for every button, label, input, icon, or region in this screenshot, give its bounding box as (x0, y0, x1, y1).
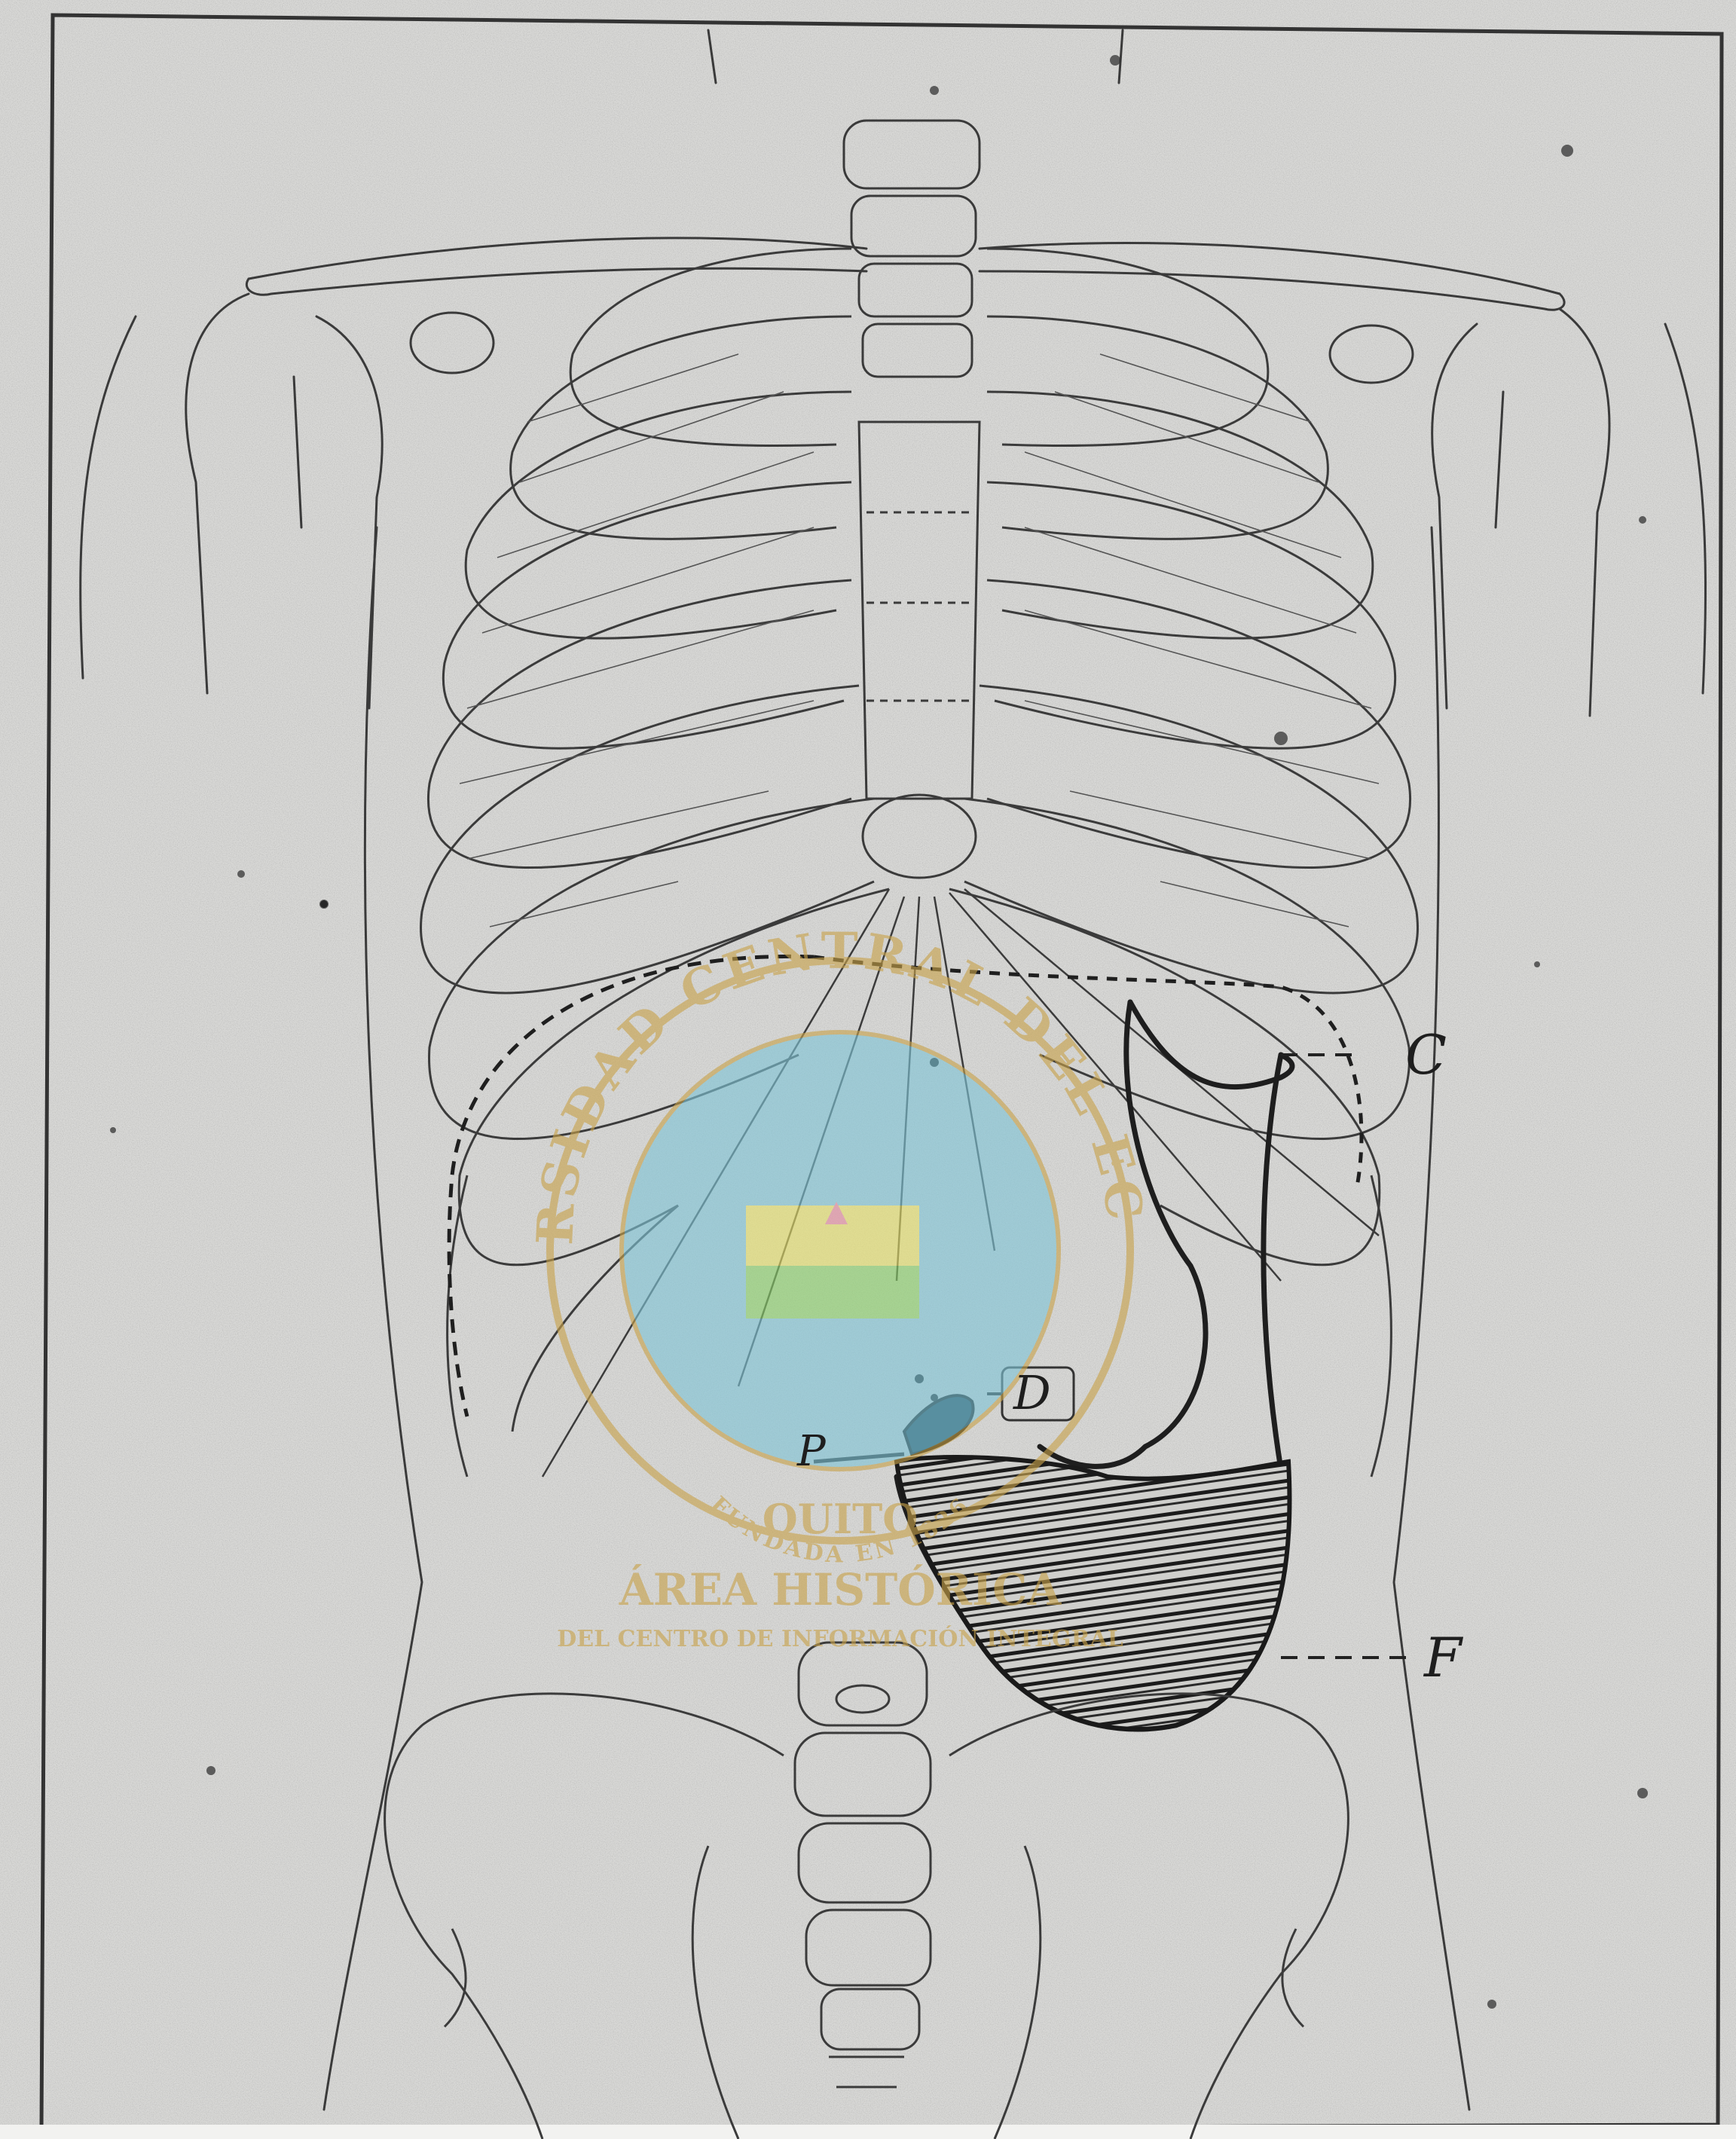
label-d: D (1013, 1365, 1051, 1420)
seal-bottom-text: QUITO (763, 1495, 918, 1543)
page-margin (0, 2125, 1736, 2139)
seal-shield-green (746, 1266, 919, 1319)
label-c: C (1405, 1023, 1447, 1086)
watermark-line-2: DEL CENTRO DE INFORMACIÓN INTEGRAL (557, 1625, 1123, 1652)
label-p: P (796, 1427, 827, 1476)
watermark-line-1: ÁREA HISTÓRICA (619, 1564, 1062, 1615)
label-f: F (1423, 1626, 1464, 1689)
